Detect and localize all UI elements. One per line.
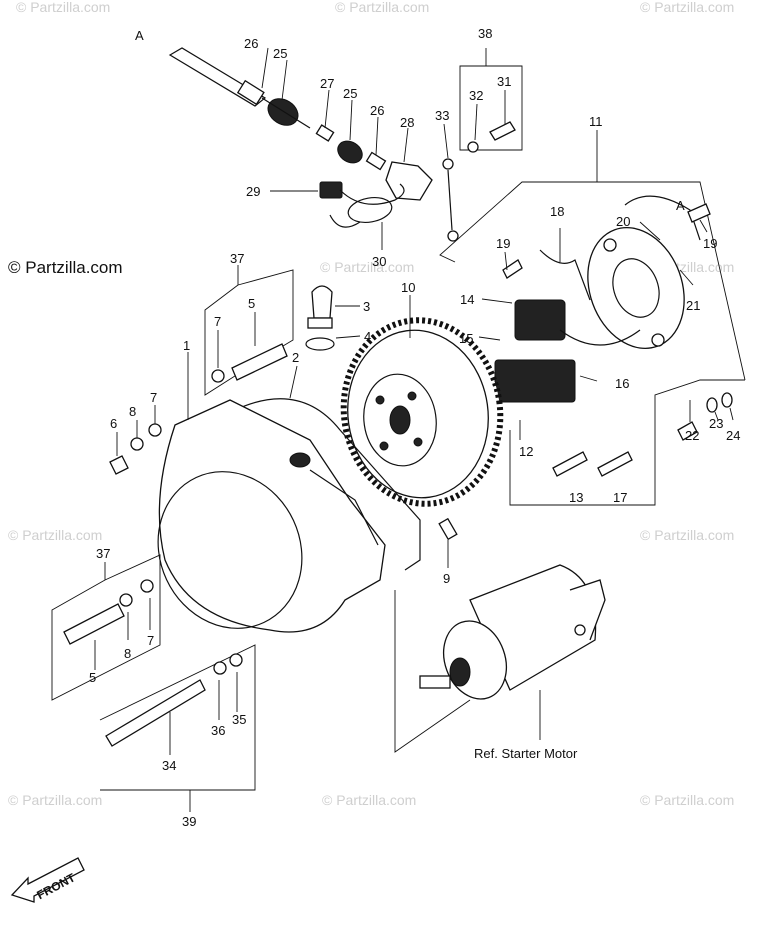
- bolt-group-38: [442, 48, 523, 242]
- callout-8-lower: 8: [124, 646, 131, 661]
- callout-37-upper: 37: [230, 251, 244, 266]
- callout-labels: A A 26 25 27 25 26 28 29 30 38 33 32 31 …: [89, 26, 740, 829]
- callout-39: 39: [182, 814, 196, 829]
- callout-35: 35: [232, 712, 246, 727]
- callout-9: 9: [443, 571, 450, 586]
- callout-34: 34: [162, 758, 176, 773]
- callout-31: 31: [497, 74, 511, 89]
- watermark-bottom-left: © Partzilla.com: [8, 792, 102, 808]
- callout-22: 22: [685, 428, 699, 443]
- starter-motor: Ref. Starter Motor: [394, 564, 606, 761]
- callout-7-mid: 7: [150, 390, 157, 405]
- crankcase-cover: [157, 352, 421, 633]
- callout-30: 30: [372, 254, 386, 269]
- callout-19-right: 19: [703, 236, 717, 251]
- callout-37-lower: 37: [96, 546, 110, 561]
- callout-21: 21: [686, 298, 700, 313]
- callout-28: 28: [400, 115, 414, 130]
- callout-6: 6: [110, 416, 117, 431]
- ref-starter-motor-label: Ref. Starter Motor: [474, 746, 578, 761]
- watermark-mid-center: © Partzilla.com: [320, 259, 414, 275]
- dowel-pin: [438, 517, 458, 568]
- callout-7-lower: 7: [147, 633, 154, 648]
- callout-1: 1: [183, 338, 190, 353]
- bolt-group-39: [99, 644, 256, 812]
- drive-cable-assembly: [168, 47, 433, 250]
- callout-29: 29: [246, 184, 260, 199]
- callout-26-upper: 26: [244, 36, 258, 51]
- callout-2: 2: [292, 350, 299, 365]
- callout-12: 12: [519, 444, 533, 459]
- callout-4: 4: [364, 329, 371, 344]
- callout-38: 38: [478, 26, 492, 41]
- front-direction-arrow: FRONT: [10, 857, 85, 903]
- callout-25-lower: 25: [343, 86, 357, 101]
- callout-A-top: A: [135, 28, 144, 43]
- callout-33: 33: [435, 108, 449, 123]
- watermark-bottom-center: © Partzilla.com: [322, 792, 416, 808]
- callout-5-upper: 5: [248, 296, 255, 311]
- small-fasteners-6-7-8: [109, 405, 162, 475]
- callout-10: 10: [401, 280, 415, 295]
- callout-32: 32: [469, 88, 483, 103]
- watermark-group: © Partzilla.com © Partzilla.com © Partzi…: [8, 0, 734, 808]
- callout-17: 17: [613, 490, 627, 505]
- watermark-lower-right: © Partzilla.com: [640, 527, 734, 543]
- callout-18: 18: [550, 204, 564, 219]
- watermark-top-center: © Partzilla.com: [335, 0, 429, 15]
- callout-13: 13: [569, 490, 583, 505]
- watermark-lower-left: © Partzilla.com: [8, 527, 102, 543]
- callout-23: 23: [709, 416, 723, 431]
- bolt-group-37-lower: [51, 554, 161, 701]
- callout-3: 3: [363, 299, 370, 314]
- callout-36: 36: [211, 723, 225, 738]
- bolt-group-37-upper: [204, 265, 294, 396]
- watermark-top-right: © Partzilla.com: [640, 0, 734, 15]
- flywheel: [340, 295, 504, 507]
- callout-20: 20: [616, 214, 630, 229]
- callout-26-lower: 26: [370, 103, 384, 118]
- watermark-bottom-right: © Partzilla.com: [640, 792, 734, 808]
- watermark-main: © Partzilla.com: [8, 258, 123, 277]
- filler-cap: [305, 285, 361, 351]
- callout-5-lower: 5: [89, 670, 96, 685]
- callout-25-upper: 25: [273, 46, 287, 61]
- callout-A-right: A: [676, 198, 685, 213]
- callout-11: 11: [589, 114, 603, 129]
- callout-8-upper: 8: [129, 404, 136, 419]
- callout-16: 16: [615, 376, 629, 391]
- callout-14: 14: [460, 292, 474, 307]
- callout-19-left: 19: [496, 236, 510, 251]
- callout-15: 15: [459, 331, 473, 346]
- callout-7-upper: 7: [214, 314, 221, 329]
- callout-27: 27: [320, 76, 334, 91]
- callout-24: 24: [726, 428, 740, 443]
- stator-assembly: [439, 130, 746, 506]
- watermark-top-left: © Partzilla.com: [16, 0, 110, 15]
